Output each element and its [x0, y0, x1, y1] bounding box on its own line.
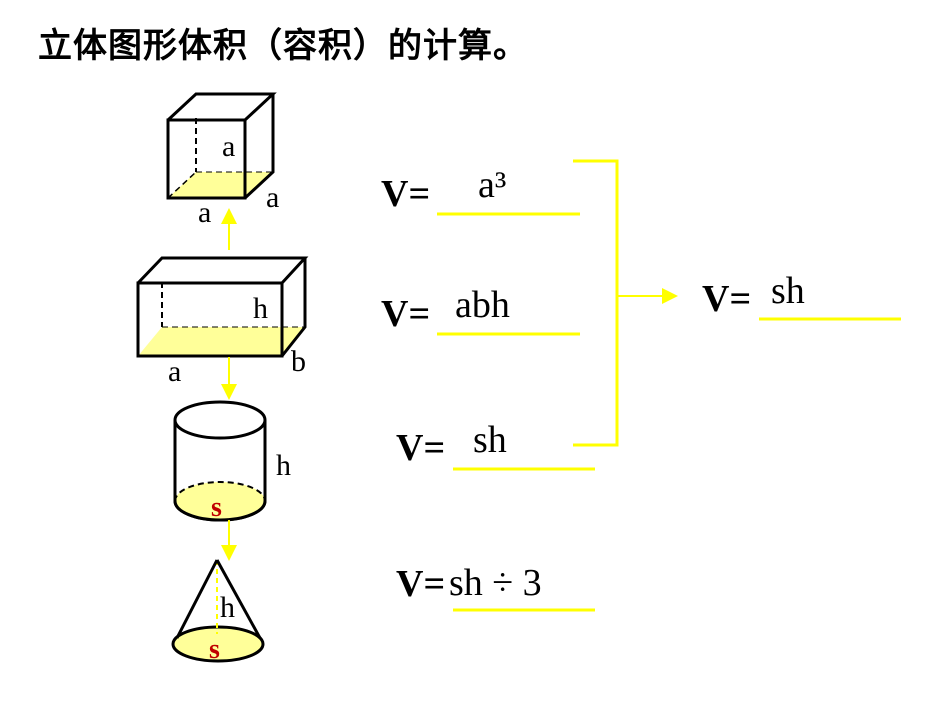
- formula-cylinder: V= sh: [396, 419, 595, 471]
- cylinder-label-base: s: [211, 492, 222, 523]
- cuboid-label-length: a: [168, 355, 181, 388]
- formula-cube: V= a³: [381, 164, 580, 216]
- formula-answer: a³: [478, 164, 506, 206]
- cuboid-label-height: h: [253, 292, 268, 325]
- summary-prefix: V=: [702, 278, 751, 320]
- cube-figure: a a a: [166, 92, 279, 229]
- formula-cone: V= sh ÷ 3: [396, 562, 595, 612]
- cuboid-figure: h b a: [136, 256, 309, 388]
- formula-answer: abh: [455, 284, 510, 326]
- formula-answer: sh ÷ 3: [449, 562, 542, 604]
- formula-summary: V= sh: [702, 270, 901, 321]
- formula-answer: sh: [473, 419, 507, 461]
- cube-label-height: a: [222, 130, 235, 163]
- cube-label-depth: a: [266, 181, 279, 214]
- cylinder-label-height: h: [276, 449, 291, 482]
- formula-prefix: V=: [381, 173, 430, 215]
- cylinder-figure: h s: [173, 400, 291, 523]
- cube-label-width: a: [198, 196, 211, 229]
- page-title: 立体图形体积（容积）的计算。: [38, 26, 528, 66]
- formula-prefix: V=: [396, 563, 445, 605]
- cube-base-face: [168, 172, 273, 198]
- cuboid-base-face: [138, 327, 305, 356]
- cone-figure: h s: [171, 559, 265, 665]
- formula-cuboid: V= abh: [381, 284, 580, 336]
- grouping-bracket: [570, 159, 678, 447]
- formula-prefix: V=: [381, 293, 430, 335]
- cuboid-label-width: b: [291, 345, 306, 378]
- cone-label-base: s: [209, 634, 220, 665]
- summary-answer: sh: [771, 270, 805, 312]
- formula-prefix: V=: [396, 427, 445, 469]
- cone-label-height: h: [220, 591, 235, 624]
